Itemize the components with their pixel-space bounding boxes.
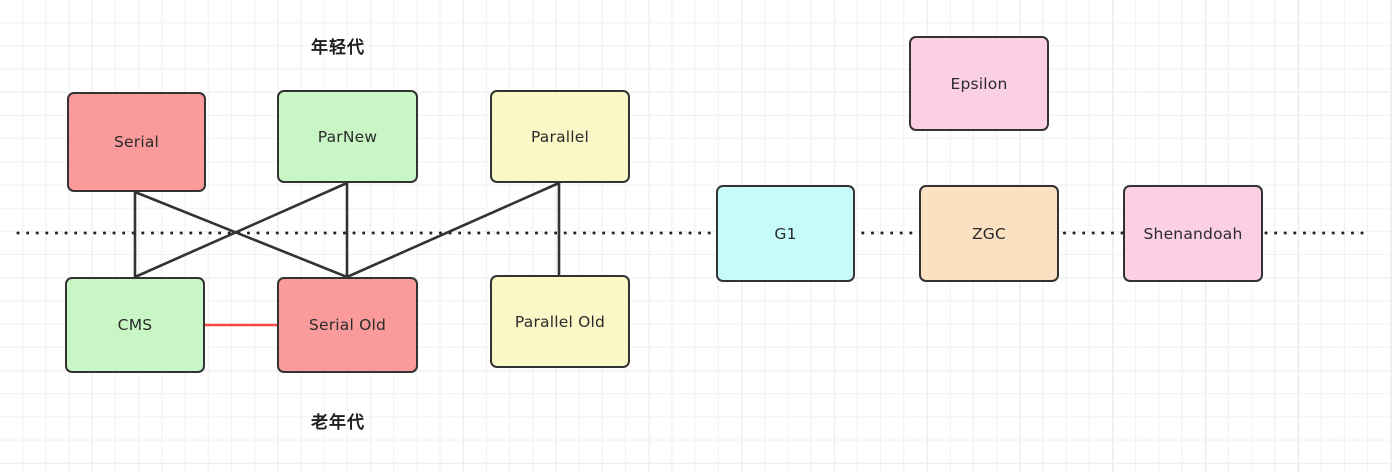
edge-parallel-serial-old [346,181,560,279]
node-zgc[interactable]: ZGC [919,185,1059,282]
edge-serial-serial-old [134,190,348,279]
edge-parnew-cms [134,181,348,279]
node-g1[interactable]: G1 [716,185,855,282]
node-serial[interactable]: Serial [67,92,206,192]
node-cms[interactable]: CMS [65,277,205,373]
old-generation-label: 老年代 [311,413,365,433]
node-shenandoah[interactable]: Shenandoah [1123,185,1263,282]
node-parallel[interactable]: Parallel [490,90,630,183]
young-generation-label: 年轻代 [311,38,365,58]
node-serial-old[interactable]: Serial Old [277,277,418,373]
node-parnew[interactable]: ParNew [277,90,418,183]
node-epsilon[interactable]: Epsilon [909,36,1049,131]
node-parallel-old[interactable]: Parallel Old [490,275,630,368]
